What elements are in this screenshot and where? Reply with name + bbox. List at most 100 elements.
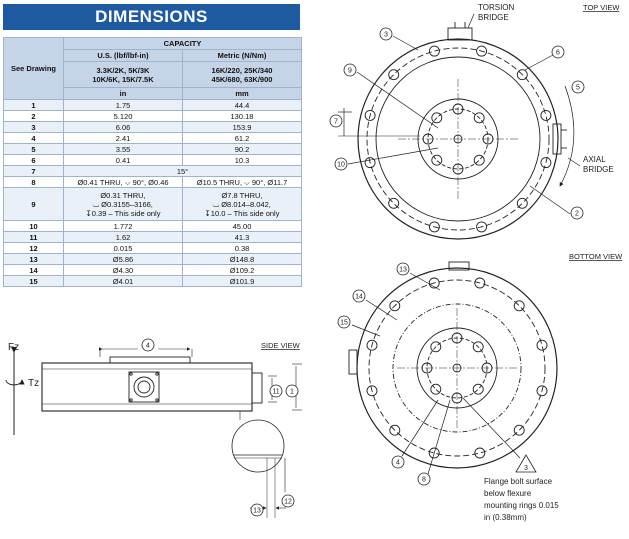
- bolt-hole: [536, 385, 548, 397]
- note-line2: below flexure: [484, 489, 532, 498]
- side-view-drawing: SIDE VIEW: [5, 341, 302, 518]
- bolt-hole: [431, 112, 443, 124]
- side-view-label: SIDE VIEW: [261, 341, 301, 350]
- side-hub-top: [109, 356, 191, 364]
- capacity-values-row: 3.3K/2K, 5K/3K 10K/6K, 15K/7.5K 16K/220,…: [4, 61, 302, 88]
- bolt-hole: [513, 424, 525, 436]
- top-inner-flange-circle: [375, 56, 541, 222]
- svg-text:3: 3: [384, 32, 388, 39]
- bolt-hole: [516, 197, 528, 209]
- drawing-ref-cell: 13: [3, 253, 64, 265]
- force-torque-axes: Fz Tz: [8, 342, 39, 389]
- callout-5: 5: [571, 80, 585, 94]
- callout-14: 14: [352, 289, 366, 303]
- us-value-cell: Ø0.31 THRU, ⌴ Ø0.3155–3166, ↧0.39 – This…: [63, 187, 183, 221]
- top-outer-bolt-holes: [364, 45, 552, 233]
- svg-text:13: 13: [399, 267, 407, 274]
- torsion-bridge-label-line2: BRIDGE: [478, 13, 509, 22]
- bolt-hole: [388, 197, 400, 209]
- bolt-hole: [474, 277, 486, 289]
- bottom-outer-bolt-holes: [366, 277, 548, 459]
- table-header-row: See Drawing CAPACITY: [3, 37, 302, 100]
- bottom-view-drawing: BOTTOM VIEW: [348, 252, 623, 475]
- bottom-bolt-pattern-circle: [368, 279, 546, 457]
- svg-text:7: 7: [334, 119, 338, 126]
- bolt-hole: [516, 69, 528, 81]
- bottom-connector-top: [448, 261, 470, 271]
- svg-text:3: 3: [524, 465, 528, 472]
- unit-system-row: U.S. (lbf/lbf-in) Metric (N/Nm): [4, 49, 302, 62]
- bolt-hole: [476, 221, 488, 233]
- svg-text:4: 4: [146, 343, 150, 350]
- bolt-hole: [473, 154, 485, 166]
- callout-1: 1: [285, 384, 299, 398]
- axial-bridge-label-line1: AXIAL: [583, 155, 606, 164]
- bolt-hole: [474, 447, 486, 459]
- bottom-connector-side: [348, 349, 358, 375]
- bolt-hole: [364, 109, 376, 121]
- svg-text:15: 15: [340, 320, 348, 327]
- svg-text:14: 14: [355, 294, 363, 301]
- bolt-hole: [472, 341, 484, 353]
- bolt-hole: [513, 300, 525, 312]
- bolt-hole: [428, 447, 440, 459]
- bolt-hole: [430, 341, 442, 353]
- svg-text:5: 5: [576, 85, 580, 92]
- callout-11: 11: [269, 384, 283, 398]
- bolt-hole: [428, 45, 440, 57]
- svg-text:12: 12: [284, 499, 292, 506]
- axial-bridge-connector: [552, 123, 562, 155]
- side-axial-connector: [251, 372, 263, 404]
- callout-10: 10: [334, 157, 348, 171]
- bolt-hole: [428, 221, 440, 233]
- top-outer-flange-circle: [357, 38, 559, 240]
- fz-axis-label: Fz: [8, 342, 19, 353]
- callout-4-bottom: 4: [391, 455, 405, 469]
- svg-text:11: 11: [272, 389, 279, 396]
- callout-9: 9: [343, 63, 357, 77]
- bolt-hole: [536, 339, 548, 351]
- metric-capacities-cell: 16K/220, 25K/340 45K/680, 63K/900: [182, 61, 302, 88]
- bolt-hole: [366, 339, 378, 351]
- detail-circle: [231, 419, 285, 473]
- note-line4: in (0.38mm): [484, 513, 527, 522]
- bottom-mounting-ring: [392, 303, 522, 433]
- svg-text:1: 1: [290, 389, 294, 396]
- dimensions-title-banner: DIMENSIONS: [3, 4, 300, 30]
- metric-value-cell: 130.18: [182, 110, 302, 122]
- bolt-hole: [472, 383, 484, 395]
- svg-text:2: 2: [575, 211, 579, 218]
- svg-text:8: 8: [422, 477, 426, 484]
- connector-circle: [133, 376, 155, 398]
- bolt-hole: [540, 109, 552, 121]
- callout-15: 15: [337, 315, 351, 329]
- bolt-hole: [428, 277, 440, 289]
- top-view-label: TOP VIEW: [583, 3, 620, 12]
- drawing-ref-cell: 5: [3, 143, 64, 155]
- note-line3: mounting rings 0.015: [484, 501, 559, 510]
- callout-3-triangle: 3: [524, 465, 528, 472]
- callout-8: 8: [417, 472, 431, 486]
- us-value-cell: Ø4.01: [63, 275, 183, 287]
- dimensions-table: See Drawing CAPACITY U.S. (lbf/lbf-in) M…: [3, 37, 302, 287]
- callout-2: 2: [570, 206, 584, 220]
- top-view-drawing: TOP VIEW: [338, 3, 620, 240]
- torsion-bridge-label-line1: TORSION: [478, 3, 515, 12]
- callout-13-side: 13: [250, 503, 264, 517]
- torsion-bridge-connector: [447, 27, 473, 41]
- top-bolt-pattern-circle: [366, 47, 550, 231]
- callout-6: 6: [551, 45, 565, 59]
- bolt-hole: [389, 300, 401, 312]
- bolt-hole: [366, 385, 378, 397]
- bolt-hole: [389, 424, 401, 436]
- drawing-ref-cell: 9: [3, 187, 64, 221]
